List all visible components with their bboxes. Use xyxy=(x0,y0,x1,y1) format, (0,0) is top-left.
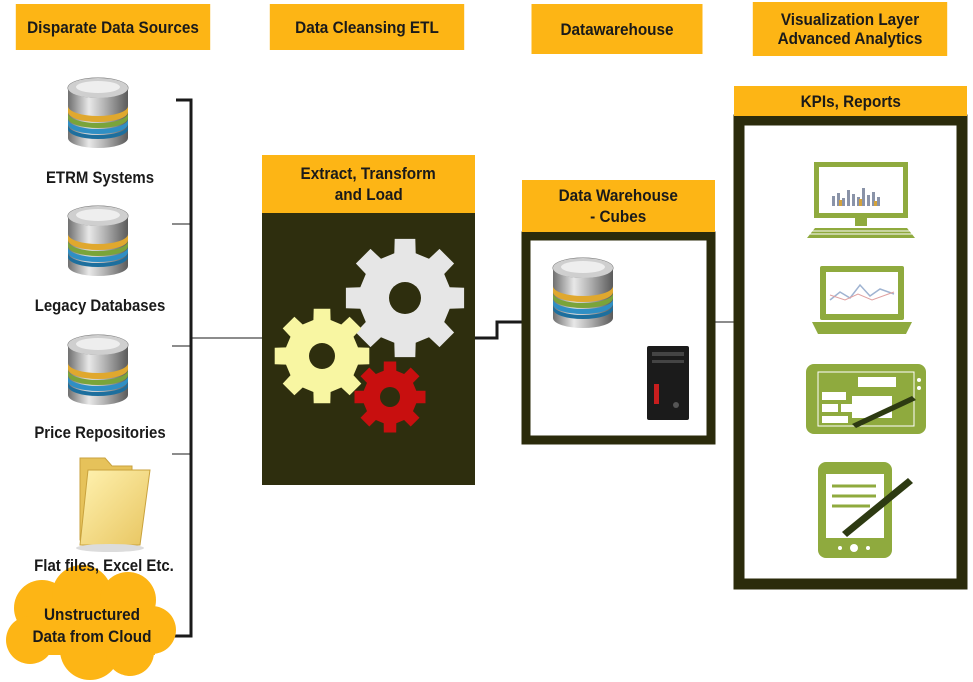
source-label-price: Price Repositories xyxy=(34,423,166,442)
etl-to-warehouse-connector xyxy=(475,320,522,340)
cloud-label-line2: Data from Cloud xyxy=(32,627,152,646)
etl-title-line2: and Load xyxy=(334,185,403,204)
database-icon xyxy=(67,77,129,149)
reports-box-title: KPIs, Reports xyxy=(734,86,967,116)
sources-connector-bracket xyxy=(172,98,262,638)
header-visualization-line1: Visualization Layer xyxy=(780,10,920,29)
etl-box-title: Extract, Transform and Load xyxy=(262,155,475,213)
header-data-cleansing-etl: Data Cleansing ETL xyxy=(269,4,465,50)
reports-title: KPIs, Reports xyxy=(800,91,901,111)
pda-stylus-icon xyxy=(818,462,913,558)
database-icon xyxy=(552,257,614,329)
warehouse-box-title: Data Warehouse - Cubes xyxy=(522,180,715,232)
etl-title-line1: Extract, Transform xyxy=(300,164,437,183)
folder-icon xyxy=(76,457,151,552)
gear-yellow-hole xyxy=(309,343,335,369)
cloud-label-line1: Unstructured xyxy=(43,605,141,624)
source-label-cloud: Unstructured Data from Cloud xyxy=(16,604,167,648)
header-visualization-layer: Visualization Layer Advanced Analytics xyxy=(752,2,948,56)
header-datawarehouse: Datawarehouse xyxy=(531,4,703,54)
database-icon xyxy=(67,205,129,277)
source-label-etrm: ETRM Systems xyxy=(45,168,155,187)
desktop-monitor-icon xyxy=(807,162,915,238)
warehouse-title-line2: - Cubes xyxy=(590,207,647,226)
cloud-icon xyxy=(6,565,176,680)
source-label-legacy: Legacy Databases xyxy=(34,296,166,315)
source-label-flatfiles: Flat files, Excel Etc. xyxy=(34,556,174,575)
gear-grey-hole xyxy=(389,282,421,314)
header-disparate-data-sources: Disparate Data Sources xyxy=(15,4,211,50)
gear-icon xyxy=(274,238,465,433)
tablet-pen-icon xyxy=(806,364,926,434)
warehouse-title-line1: Data Warehouse xyxy=(558,186,679,205)
server-tower-icon xyxy=(647,346,689,420)
header-visualization-line2: Advanced Analytics xyxy=(777,29,923,48)
database-icon xyxy=(67,334,129,406)
gear-red-hole xyxy=(380,387,400,407)
laptop-icon xyxy=(812,266,912,334)
